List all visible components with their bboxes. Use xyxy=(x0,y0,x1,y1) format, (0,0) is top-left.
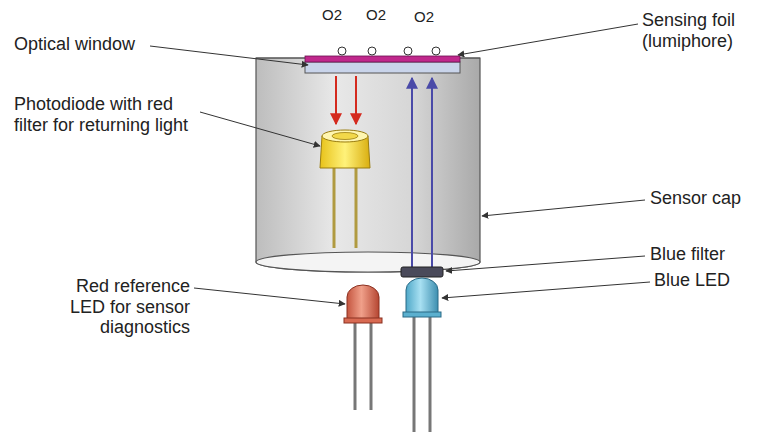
part-label: Photodiode with red filter for returning… xyxy=(14,94,196,135)
molecule-label: O2 xyxy=(366,6,386,23)
leader-lines xyxy=(150,24,650,304)
excitation-light xyxy=(412,78,432,268)
blue-filter xyxy=(401,267,443,277)
red-reference-led xyxy=(344,285,382,410)
part-label: Blue filter xyxy=(650,244,762,265)
sensing-foil xyxy=(305,56,460,62)
optical-window xyxy=(305,62,460,73)
oxygen-molecules xyxy=(338,47,440,55)
part-label: Optical window xyxy=(14,34,154,55)
photodiode xyxy=(320,130,370,248)
part-label: Sensor cap xyxy=(650,188,762,209)
part-label: Sensing foil (lumiphore) xyxy=(642,10,762,51)
sensor-cap xyxy=(256,58,480,272)
part-label: Red reference LED for sensor diagnostics xyxy=(46,276,190,338)
blue-led xyxy=(403,278,441,432)
molecule-label: O2 xyxy=(322,6,342,23)
part-label: Blue LED xyxy=(654,270,762,291)
molecule-label: O2 xyxy=(414,8,434,25)
returning-light xyxy=(336,76,356,124)
